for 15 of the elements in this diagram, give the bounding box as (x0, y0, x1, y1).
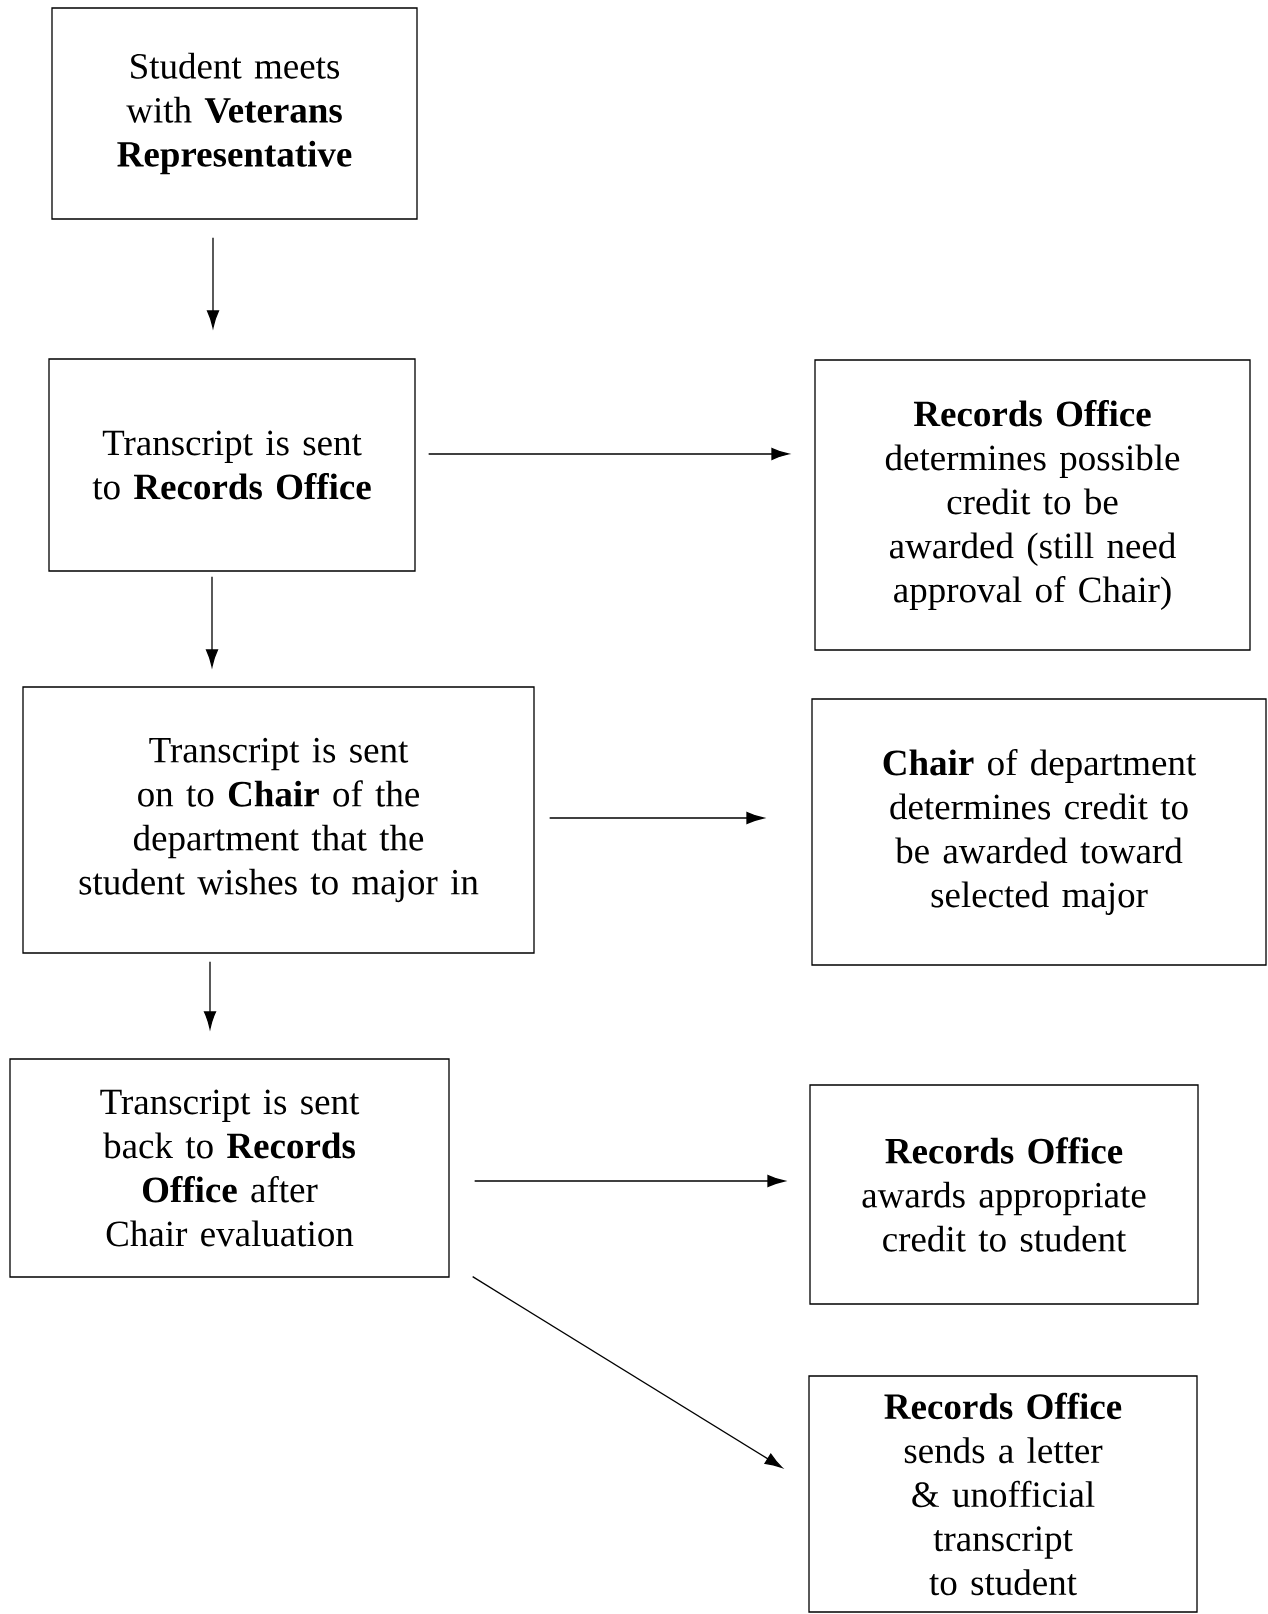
process-box: Records Office awards appropriate credit to student (809, 1084, 1199, 1305)
arrow (428, 447, 789, 461)
process-box: Transcript is sent to Records Office (48, 358, 416, 572)
process-box: Student meets with Veterans Representative (51, 7, 418, 220)
process-box: Records Office determines possible credit to be awarded (still need approval of Chair) (814, 359, 1251, 651)
arrow (203, 961, 217, 1029)
arrow (474, 1174, 785, 1188)
process-box: Chair of department determines credit to be awarded toward selected major (811, 698, 1267, 966)
arrow (549, 811, 764, 825)
process-box: Transcript is sent on to Chair of the department that the student wishes to major in (22, 686, 535, 954)
process-box: Records Office sends a letter & unofficial transcript to student (808, 1375, 1198, 1613)
arrow (205, 576, 219, 667)
arrow (472, 1276, 783, 1469)
arrow (206, 237, 220, 328)
process-box: Transcript is sent back to Records Office after Chair evaluation (9, 1058, 450, 1278)
